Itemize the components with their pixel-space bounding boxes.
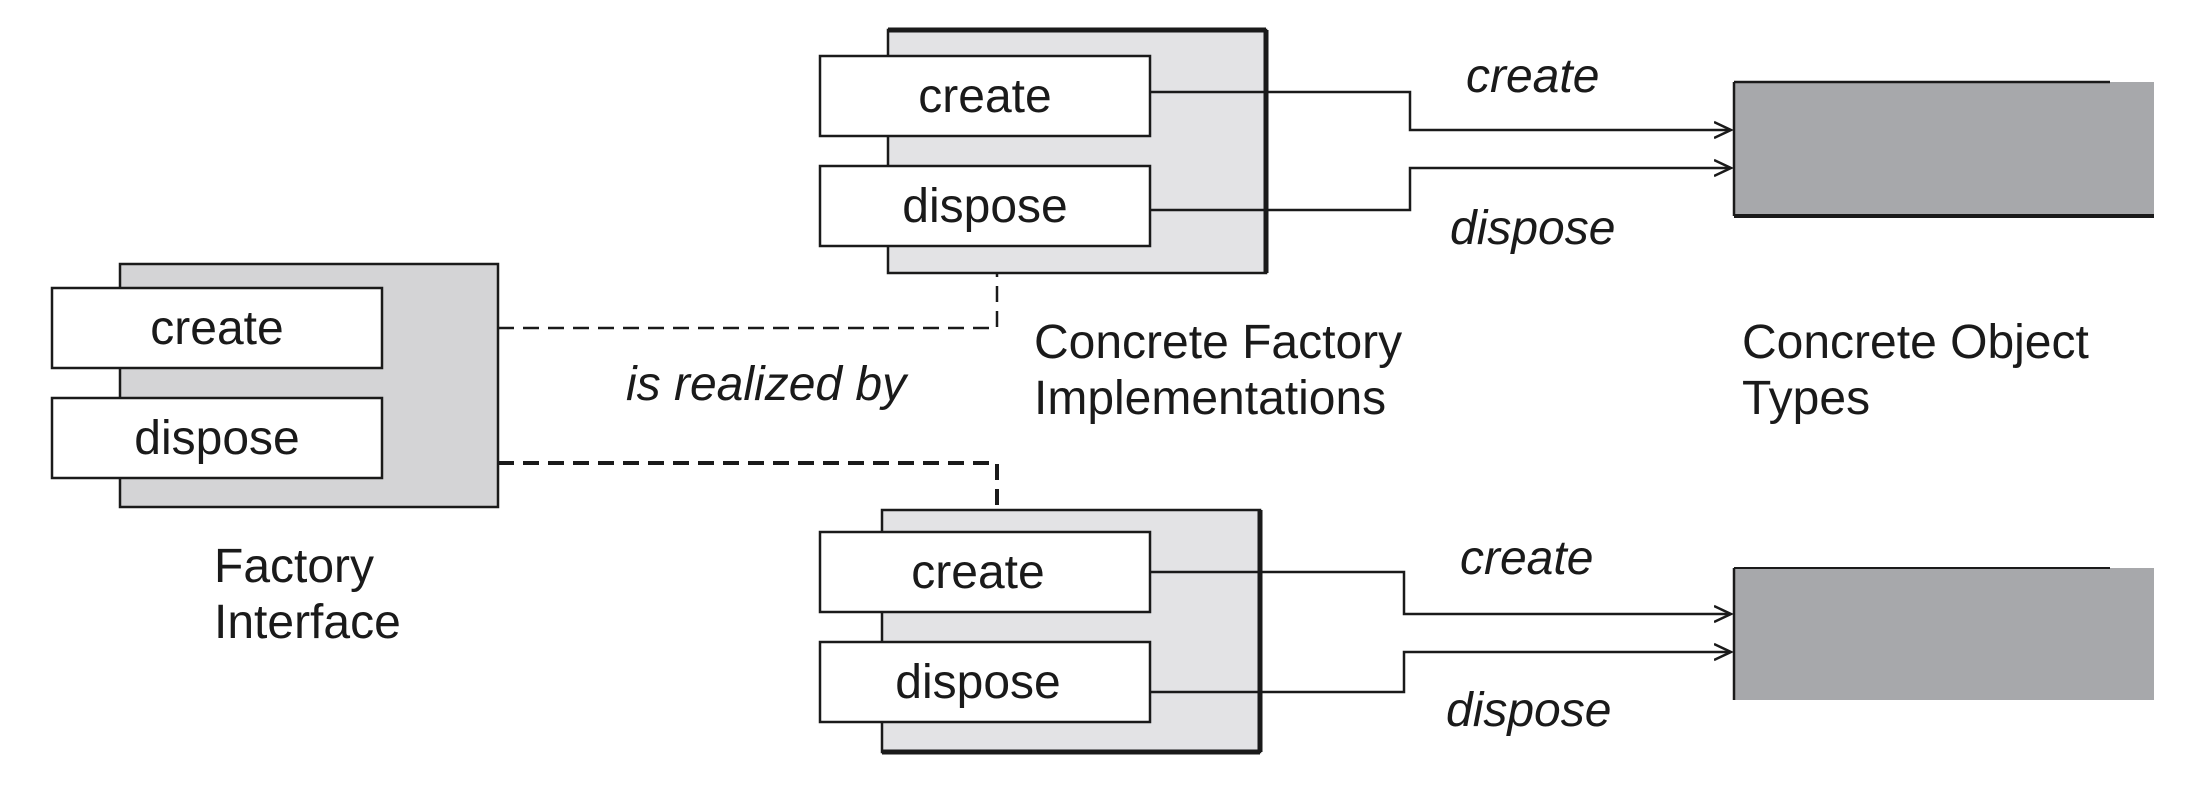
object-type-bottom-box (1734, 568, 2154, 700)
impl-bottom-dispose-method: dispose (818, 640, 1152, 724)
realization-label: is realized by (626, 358, 909, 411)
object-type-top-box (1734, 82, 2154, 216)
realization-line-top (498, 272, 999, 330)
factory-interface: create dispose Factory Interface (50, 262, 500, 649)
factory-interface-dispose-label: dispose (134, 412, 299, 465)
realization-connectors: is realized by (498, 272, 999, 510)
factory-interface-create-method: create (50, 286, 384, 370)
factory-interface-dispose-method: dispose (50, 396, 384, 480)
factory-implementations-caption-line1: Concrete Factory (1034, 316, 1402, 369)
object-types-caption-line2: Types (1742, 372, 1870, 425)
impl-bottom-create-method: create (818, 530, 1152, 614)
factory-interface-caption-line2: Interface (214, 596, 401, 649)
edge-label-top-create: create (1466, 50, 1599, 103)
object-types-caption-line1: Concrete Object (1742, 316, 2089, 369)
impl-top-create-label: create (918, 70, 1051, 123)
impl-top-dispose-method: dispose (818, 164, 1152, 248)
factory-interface-create-box (50, 286, 384, 370)
factory-implementation-bottom: create dispose (818, 508, 1263, 755)
impl-bottom-create-label: create (911, 546, 1044, 599)
impl-top-create-method: create (818, 54, 1152, 138)
edge-label-bottom-dispose: dispose (1446, 684, 1611, 737)
factory-implementations-caption: Concrete Factory Implementations (1034, 316, 1415, 425)
edge-label-top-dispose: dispose (1450, 202, 1615, 255)
impl-top-create-box (818, 54, 1152, 138)
factory-interface-caption-line1: Factory (214, 540, 374, 593)
object-type-top (1732, 80, 2154, 218)
object-type-bottom (1732, 567, 2154, 700)
arrow-bottom-dispose (1150, 652, 1730, 694)
arrow-top-dispose (1150, 168, 1730, 212)
impl-bottom-dispose-label: dispose (895, 656, 1060, 709)
arrow-bottom-create (1150, 570, 1730, 614)
factory-interface-caption: Factory Interface (214, 540, 401, 649)
factory-implementations-caption-line2: Implementations (1034, 372, 1386, 425)
method-arrows: create dispose create dispose (1150, 50, 1730, 737)
object-types-caption: Concrete Object Types (1742, 316, 2102, 425)
factory-implementation-top: create dispose (818, 27, 1269, 275)
impl-bottom-dispose-box (818, 640, 1152, 724)
edge-label-bottom-create: create (1460, 532, 1593, 585)
factory-interface-create-label: create (150, 302, 283, 355)
factory-interface-dispose-box (50, 396, 384, 480)
impl-top-dispose-label: dispose (902, 180, 1067, 233)
arrow-top-create (1150, 90, 1730, 130)
impl-top-dispose-box (818, 164, 1152, 248)
realization-line-bottom (498, 461, 999, 510)
